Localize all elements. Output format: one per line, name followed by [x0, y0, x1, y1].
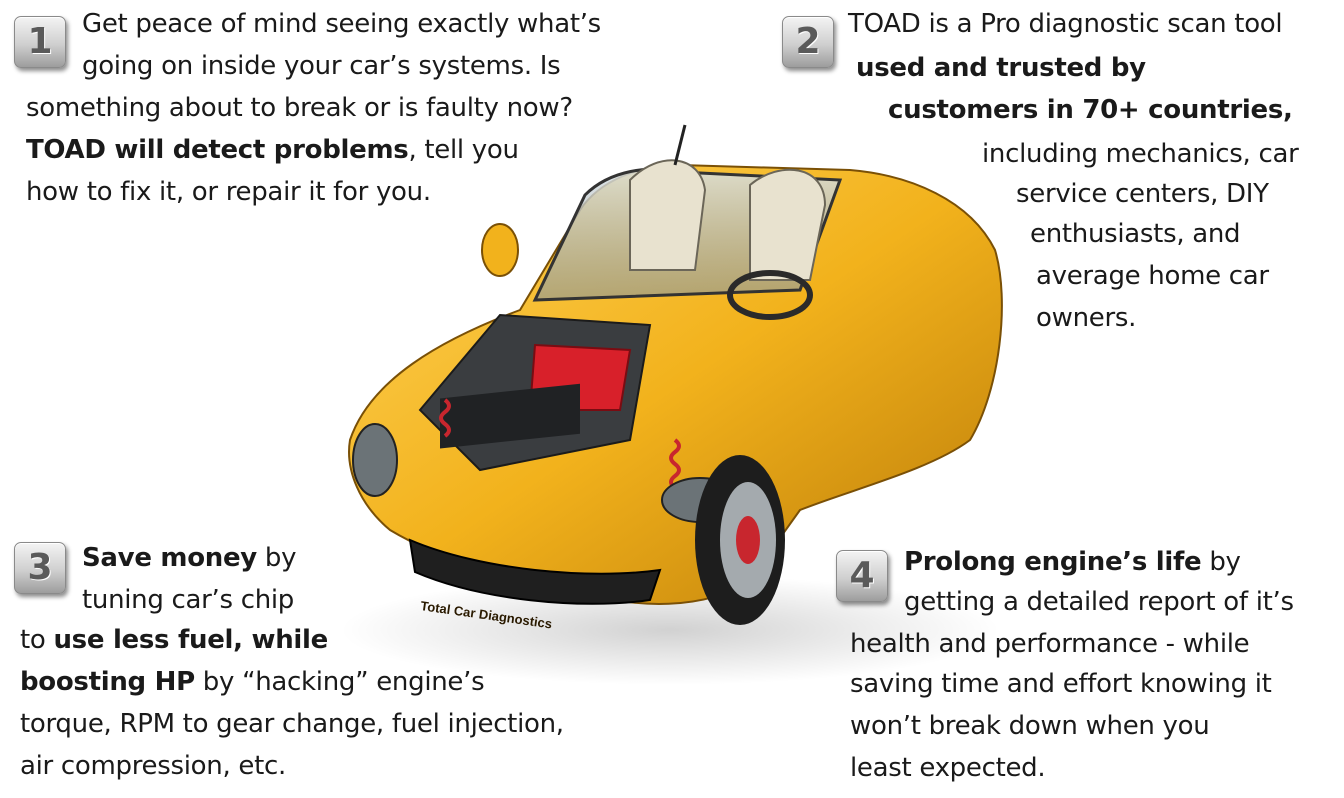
s2-line-1: TOAD is a Pro diagnostic scan tool: [848, 9, 1283, 39]
s1-line-5: how to fix it, or repair it for you.: [26, 177, 431, 207]
s4-line-2: getting a detailed report of it’s: [904, 587, 1294, 617]
s4-line-6: least expected.: [850, 753, 1046, 783]
s3-highlight-2: use less fuel, while: [53, 625, 328, 655]
badge-number: 4: [849, 555, 875, 596]
s4-line-1: Prolong engine’s life by: [904, 544, 1241, 580]
front-wheel: [695, 455, 785, 625]
s3-line-1-rest: by: [256, 543, 297, 573]
s3-line-1: Save money by: [82, 540, 297, 576]
left-headlight: [352, 423, 398, 497]
s3-line-4: boosting HP by “hacking” engine’s: [20, 664, 485, 700]
number-badge-1: 1: [14, 16, 66, 68]
s2-highlight-1: used and trusted by: [856, 53, 1146, 83]
s3-line-3-pre: to: [20, 625, 54, 655]
s4-line-5: won’t break down when you: [850, 711, 1210, 741]
s2-line-3: customers in 70+ countries,: [888, 92, 1293, 128]
number-badge-4: 4: [836, 550, 888, 602]
s1-line-4-rest: , tell you: [408, 135, 519, 165]
seats: [629, 159, 827, 281]
front-grille: [408, 538, 662, 605]
s4-line-1-rest: by: [1201, 547, 1241, 577]
s1-line-4: TOAD will detect problems, tell you: [26, 132, 519, 168]
s1-line-3: something about to break or is faulty no…: [26, 93, 573, 123]
badge-number: 2: [795, 21, 821, 62]
s3-line-2: tuning car’s chip: [82, 585, 295, 615]
badge-number: 1: [27, 21, 53, 62]
s2-line-4: including mechanics, car: [982, 139, 1299, 169]
s2-line-7: average home car: [1036, 261, 1269, 291]
antenna: [673, 124, 687, 166]
s4-highlight: Prolong engine’s life: [904, 547, 1202, 577]
s2-highlight-2: customers in 70+ countries,: [888, 95, 1293, 125]
s2-line-5: service centers, DIY: [1016, 179, 1269, 209]
number-badge-2: 2: [782, 16, 834, 68]
s3-highlight-3: boosting HP: [20, 667, 195, 697]
s1-line-1: Get peace of mind seeing exactly what’s: [82, 9, 601, 39]
car-illustration: Total Car Diagnostics: [340, 124, 1003, 685]
badge-number: 3: [27, 547, 53, 588]
s1-line-2: going on inside your car’s systems. Is: [82, 51, 561, 81]
s1-highlight: TOAD will detect problems: [26, 135, 409, 165]
s3-line-5: torque, RPM to gear change, fuel injecti…: [20, 709, 564, 739]
number-badge-3: 3: [14, 542, 66, 594]
s4-line-3: health and performance - while: [850, 629, 1250, 659]
s2-line-8: owners.: [1036, 303, 1137, 333]
s3-line-6: air compression, etc.: [20, 751, 286, 781]
s3-line-3: to use less fuel, while: [20, 622, 328, 658]
s2-line-2: used and trusted by: [856, 50, 1146, 86]
s4-line-4: saving time and effort knowing it: [850, 669, 1272, 699]
s2-line-6: enthusiasts, and: [1030, 219, 1241, 249]
s3-line-4-rest: by “hacking” engine’s: [194, 667, 485, 697]
steering-wheel: [727, 270, 813, 320]
engine-bay: [418, 313, 681, 490]
car-shadow: [340, 575, 1000, 685]
s3-highlight-1: Save money: [82, 543, 257, 573]
side-mirror: [481, 223, 519, 277]
